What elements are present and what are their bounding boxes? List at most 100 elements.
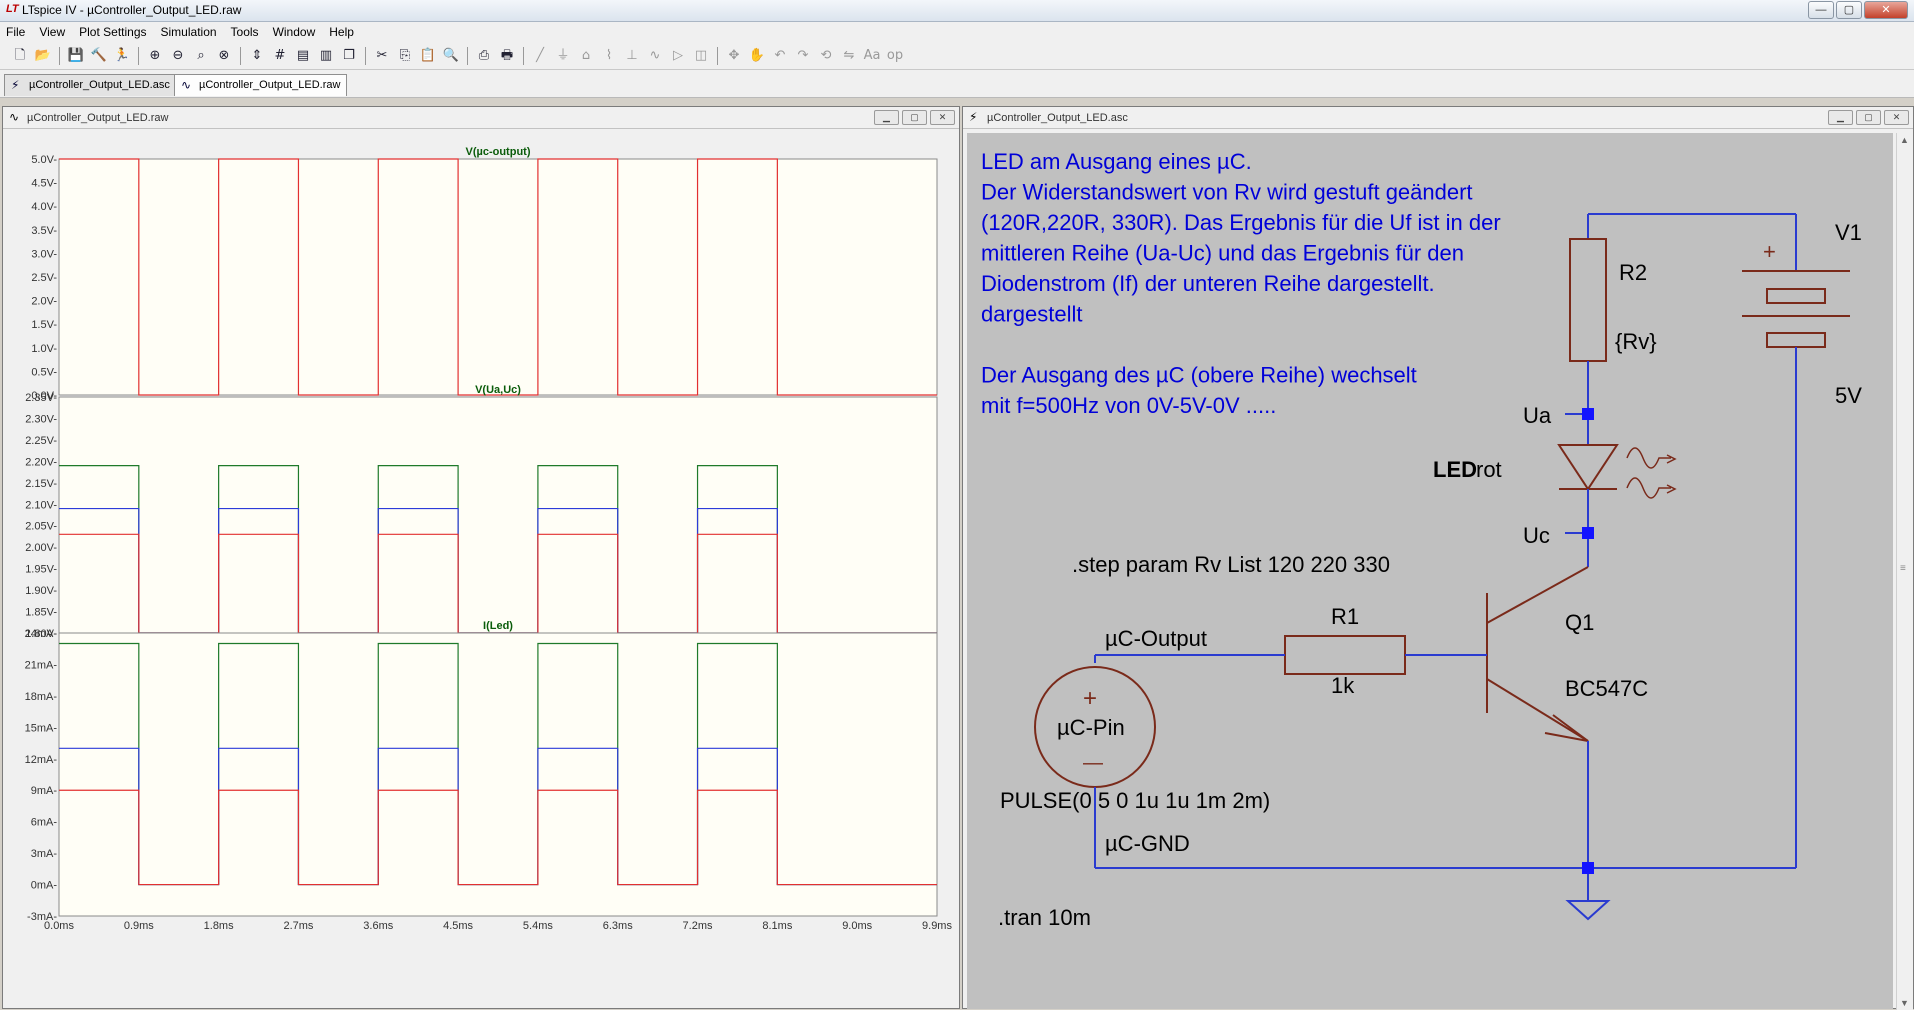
- menu-window[interactable]: Window: [272, 25, 316, 39]
- menu-file[interactable]: File: [6, 25, 26, 39]
- x-tick-label: 5.4ms: [523, 920, 553, 932]
- y-tick-label: 12mA-: [25, 754, 58, 766]
- paste-icon[interactable]: 📋: [419, 47, 437, 63]
- ltspice-logo-icon: LT: [6, 3, 19, 15]
- source-plus: +: [1083, 685, 1097, 712]
- rotate-icon[interactable]: ⟲: [820, 47, 832, 63]
- v1-plus-label: +: [1763, 239, 1776, 264]
- wire-icon[interactable]: ╱: [536, 47, 544, 63]
- schematic-window-caption: ⚡ µController_Output_LED.asc ▁ ▢ ✕: [963, 107, 1913, 129]
- print-setup-icon[interactable]: ⎙: [478, 47, 490, 63]
- tab-label: µController_Output_LED.raw: [199, 79, 341, 91]
- waveform-maximize-button[interactable]: ▢: [902, 110, 927, 125]
- new-schematic-icon[interactable]: 🗋: [14, 47, 26, 63]
- label-icon[interactable]: ⌂: [581, 47, 591, 63]
- plot-trace-title: V(µc-output): [466, 146, 531, 158]
- y-tick-label: 1.0V-: [31, 343, 57, 355]
- mirror-icon[interactable]: ⇋: [843, 47, 855, 63]
- menu-simulation[interactable]: Simulation: [160, 25, 217, 39]
- x-tick-label: 1.8ms: [204, 920, 234, 932]
- zoom-out-icon[interactable]: ⊖: [172, 47, 184, 63]
- resistor-icon[interactable]: ⌇: [605, 47, 613, 63]
- zoom-in-icon[interactable]: ⊕: [149, 47, 161, 63]
- ground-icon[interactable]: ⏚: [556, 47, 570, 63]
- save-icon[interactable]: 💾: [67, 47, 85, 63]
- document-tab-bar: ⚡ µController_Output_LED.asc ∿ µControll…: [0, 70, 1914, 98]
- led-light-arrow-2: [1626, 477, 1677, 499]
- ua-label: Ua: [1523, 403, 1552, 428]
- find-icon[interactable]: 🔍: [442, 47, 460, 63]
- run-icon[interactable]: 🏃: [113, 47, 131, 63]
- undo-icon[interactable]: ↶: [774, 47, 786, 63]
- tran-directive: .tran 10m: [998, 905, 1091, 930]
- scroll-grip-icon[interactable]: ≡: [1900, 563, 1906, 574]
- step-directive: .step param Rv List 120 220 330: [1072, 552, 1390, 577]
- y-tick-label: 2.15V-: [25, 478, 57, 490]
- waveform-minimize-button[interactable]: ▁: [874, 110, 899, 125]
- schematic-close-button[interactable]: ✕: [1884, 110, 1909, 125]
- autorange-icon[interactable]: ⇕: [251, 47, 263, 63]
- plot-pane-1: V(µc-output)5.0V-4.5V-4.0V-3.5V-3.0V-2.5…: [31, 146, 938, 402]
- y-tick-label: -3mA-: [27, 911, 57, 923]
- cut-icon[interactable]: ✂: [376, 47, 388, 63]
- waveform-window-title: µController_Output_LED.raw: [27, 112, 169, 124]
- schematic-canvas[interactable]: LED am Ausgang eines µC.Der Widerstandsw…: [967, 133, 1893, 1009]
- menu-help[interactable]: Help: [329, 25, 354, 39]
- open-icon[interactable]: 📂: [34, 47, 52, 63]
- y-tick-label: 2.05V-: [25, 521, 57, 533]
- led-symbol: [1557, 444, 1619, 491]
- uc-output-label: µC-Output: [1105, 626, 1207, 651]
- redo-icon[interactable]: ↷: [797, 47, 809, 63]
- tile-horizontal-icon[interactable]: ▤: [296, 47, 310, 63]
- tab-schematic[interactable]: ⚡ µController_Output_LED.asc: [4, 74, 177, 96]
- print-icon[interactable]: 🖶: [500, 47, 514, 63]
- scroll-up-icon[interactable]: ▲: [1900, 135, 1909, 145]
- x-tick-label: 2.7ms: [283, 920, 313, 932]
- capacitor-icon[interactable]: ⊥: [626, 47, 638, 63]
- maximize-button[interactable]: ▢: [1836, 1, 1862, 19]
- move-icon[interactable]: ✥: [728, 47, 740, 63]
- waveform-plot-area[interactable]: V(µc-output)5.0V-4.5V-4.0V-3.5V-3.0V-2.5…: [7, 133, 957, 1008]
- trace-red: [59, 789, 937, 886]
- schematic-minimize-button[interactable]: ▁: [1828, 110, 1853, 125]
- r1-name-label: R1: [1331, 604, 1359, 629]
- y-tick-label: 4.0V-: [31, 201, 57, 213]
- y-tick-label: 5.0V-: [31, 154, 57, 166]
- waveform-close-button[interactable]: ✕: [930, 110, 955, 125]
- close-button[interactable]: ✕: [1864, 1, 1908, 19]
- source-minus: —: [1083, 752, 1103, 774]
- schematic-vertical-scrollbar[interactable]: ▲ ≡ ▼: [1896, 133, 1913, 1010]
- control-panel-icon[interactable]: 🔨: [90, 47, 108, 63]
- schematic-background: [967, 133, 1893, 1009]
- junction-ua: [1582, 408, 1594, 420]
- menu-plot-settings[interactable]: Plot Settings: [79, 25, 147, 39]
- zoom-cancel-icon[interactable]: ⊗: [218, 47, 230, 63]
- q1-name-label: Q1: [1565, 610, 1594, 635]
- tab-waveform[interactable]: ∿ µController_Output_LED.raw: [174, 74, 348, 96]
- y-tick-label: 24mA-: [25, 628, 58, 640]
- text-icon[interactable]: Aa: [863, 47, 881, 63]
- schematic-maximize-button[interactable]: ▢: [1856, 110, 1881, 125]
- spice-directive-icon[interactable]: op: [886, 47, 904, 63]
- component-icon[interactable]: ◫: [694, 47, 708, 63]
- y-tick-label: 0.5V-: [31, 366, 57, 378]
- schematic-icon: ⚡: [969, 110, 978, 124]
- menu-tools[interactable]: Tools: [230, 25, 259, 39]
- y-tick-label: 0mA-: [31, 880, 58, 892]
- copy-icon[interactable]: ⎘: [399, 47, 411, 63]
- grid-icon[interactable]: #: [274, 47, 286, 63]
- waveform-window-caption: ∿ µController_Output_LED.raw ▁ ▢ ✕: [3, 107, 959, 129]
- y-tick-label: 21mA-: [25, 659, 58, 671]
- cascade-icon[interactable]: ❐: [343, 47, 355, 63]
- inductor-icon[interactable]: ∿: [649, 47, 661, 63]
- y-tick-label: 2.30V-: [25, 413, 57, 425]
- diode-icon[interactable]: ▷: [673, 47, 683, 63]
- y-tick-label: 2.5V-: [31, 272, 57, 284]
- scroll-down-icon[interactable]: ▼: [1900, 998, 1909, 1008]
- schematic-comment-line: LED am Ausgang eines µC.: [981, 149, 1252, 174]
- tile-vertical-icon[interactable]: ▥: [319, 47, 333, 63]
- minimize-button[interactable]: —: [1808, 1, 1834, 19]
- menu-view[interactable]: View: [39, 25, 66, 39]
- zoom-fit-icon[interactable]: ⌕: [197, 47, 205, 63]
- drag-icon[interactable]: ✋: [748, 47, 766, 63]
